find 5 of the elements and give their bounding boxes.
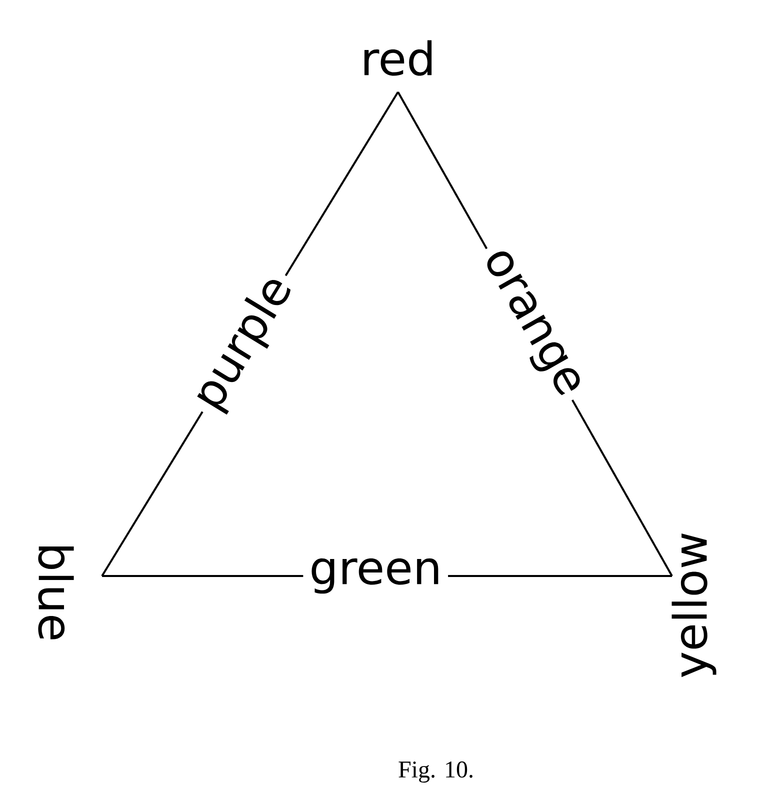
caption: Fig. 10. [398, 761, 472, 783]
color-word: blue [38, 546, 74, 640]
edge-label: green [303, 552, 448, 600]
color-word: yellow [672, 533, 716, 678]
color-word: red [364, 40, 432, 76]
